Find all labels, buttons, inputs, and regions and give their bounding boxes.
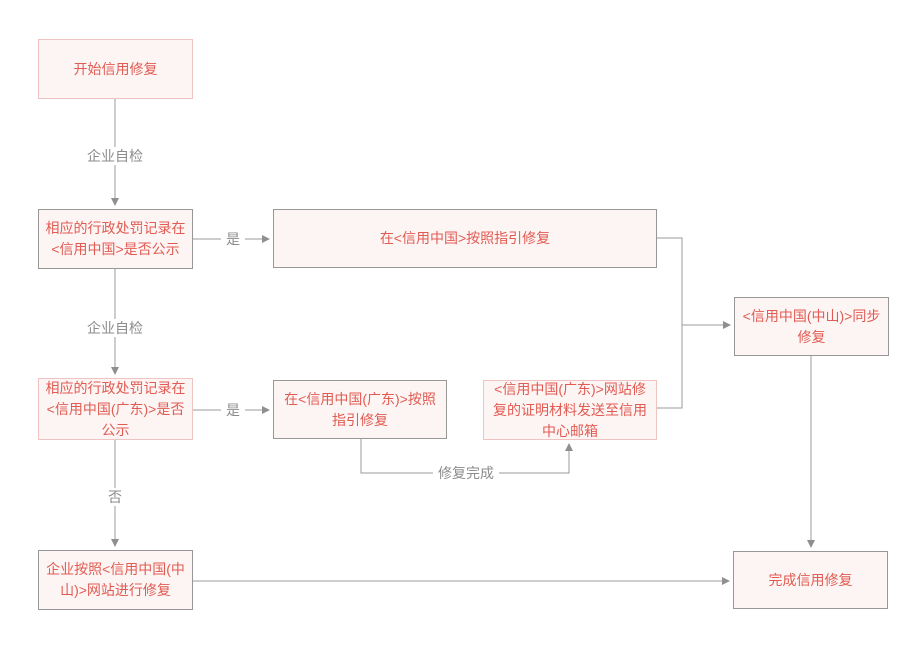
edge-merge-rail — [657, 237, 683, 409]
node-send-proof: <信用中国(广东)>网站修 复的证明材料发送至信用 中心邮箱 — [483, 380, 657, 440]
node-sync-zhongshan: <信用中国(中山)>同步 修复 — [734, 297, 889, 356]
edge-label-self-check-1: 企业自检 — [82, 147, 148, 165]
edge-label-no: 否 — [103, 488, 127, 506]
node-finish: 完成信用修复 — [733, 551, 888, 609]
edge-label-self-check-2: 企业自检 — [82, 319, 148, 337]
edge-label-yes-1: 是 — [221, 230, 245, 248]
node-repair-zhongshan: 企业按照<信用中国(中 山)>网站进行修复 — [38, 550, 193, 610]
edge-label-yes-2: 是 — [221, 401, 245, 419]
node-check-guangdong: 相应的行政处罚记录在 <信用中国(广东)>是否 公示 — [38, 378, 193, 440]
edge-label-repair-done: 修复完成 — [433, 464, 499, 482]
node-repair-china: 在<信用中国>按照指引修复 — [273, 209, 657, 268]
node-start: 开始信用修复 — [38, 39, 193, 99]
node-check-china: 相应的行政处罚记录在 <信用中国>是否公示 — [38, 209, 193, 269]
node-repair-guangdong: 在<信用中国(广东)>按照 指引修复 — [273, 380, 447, 439]
